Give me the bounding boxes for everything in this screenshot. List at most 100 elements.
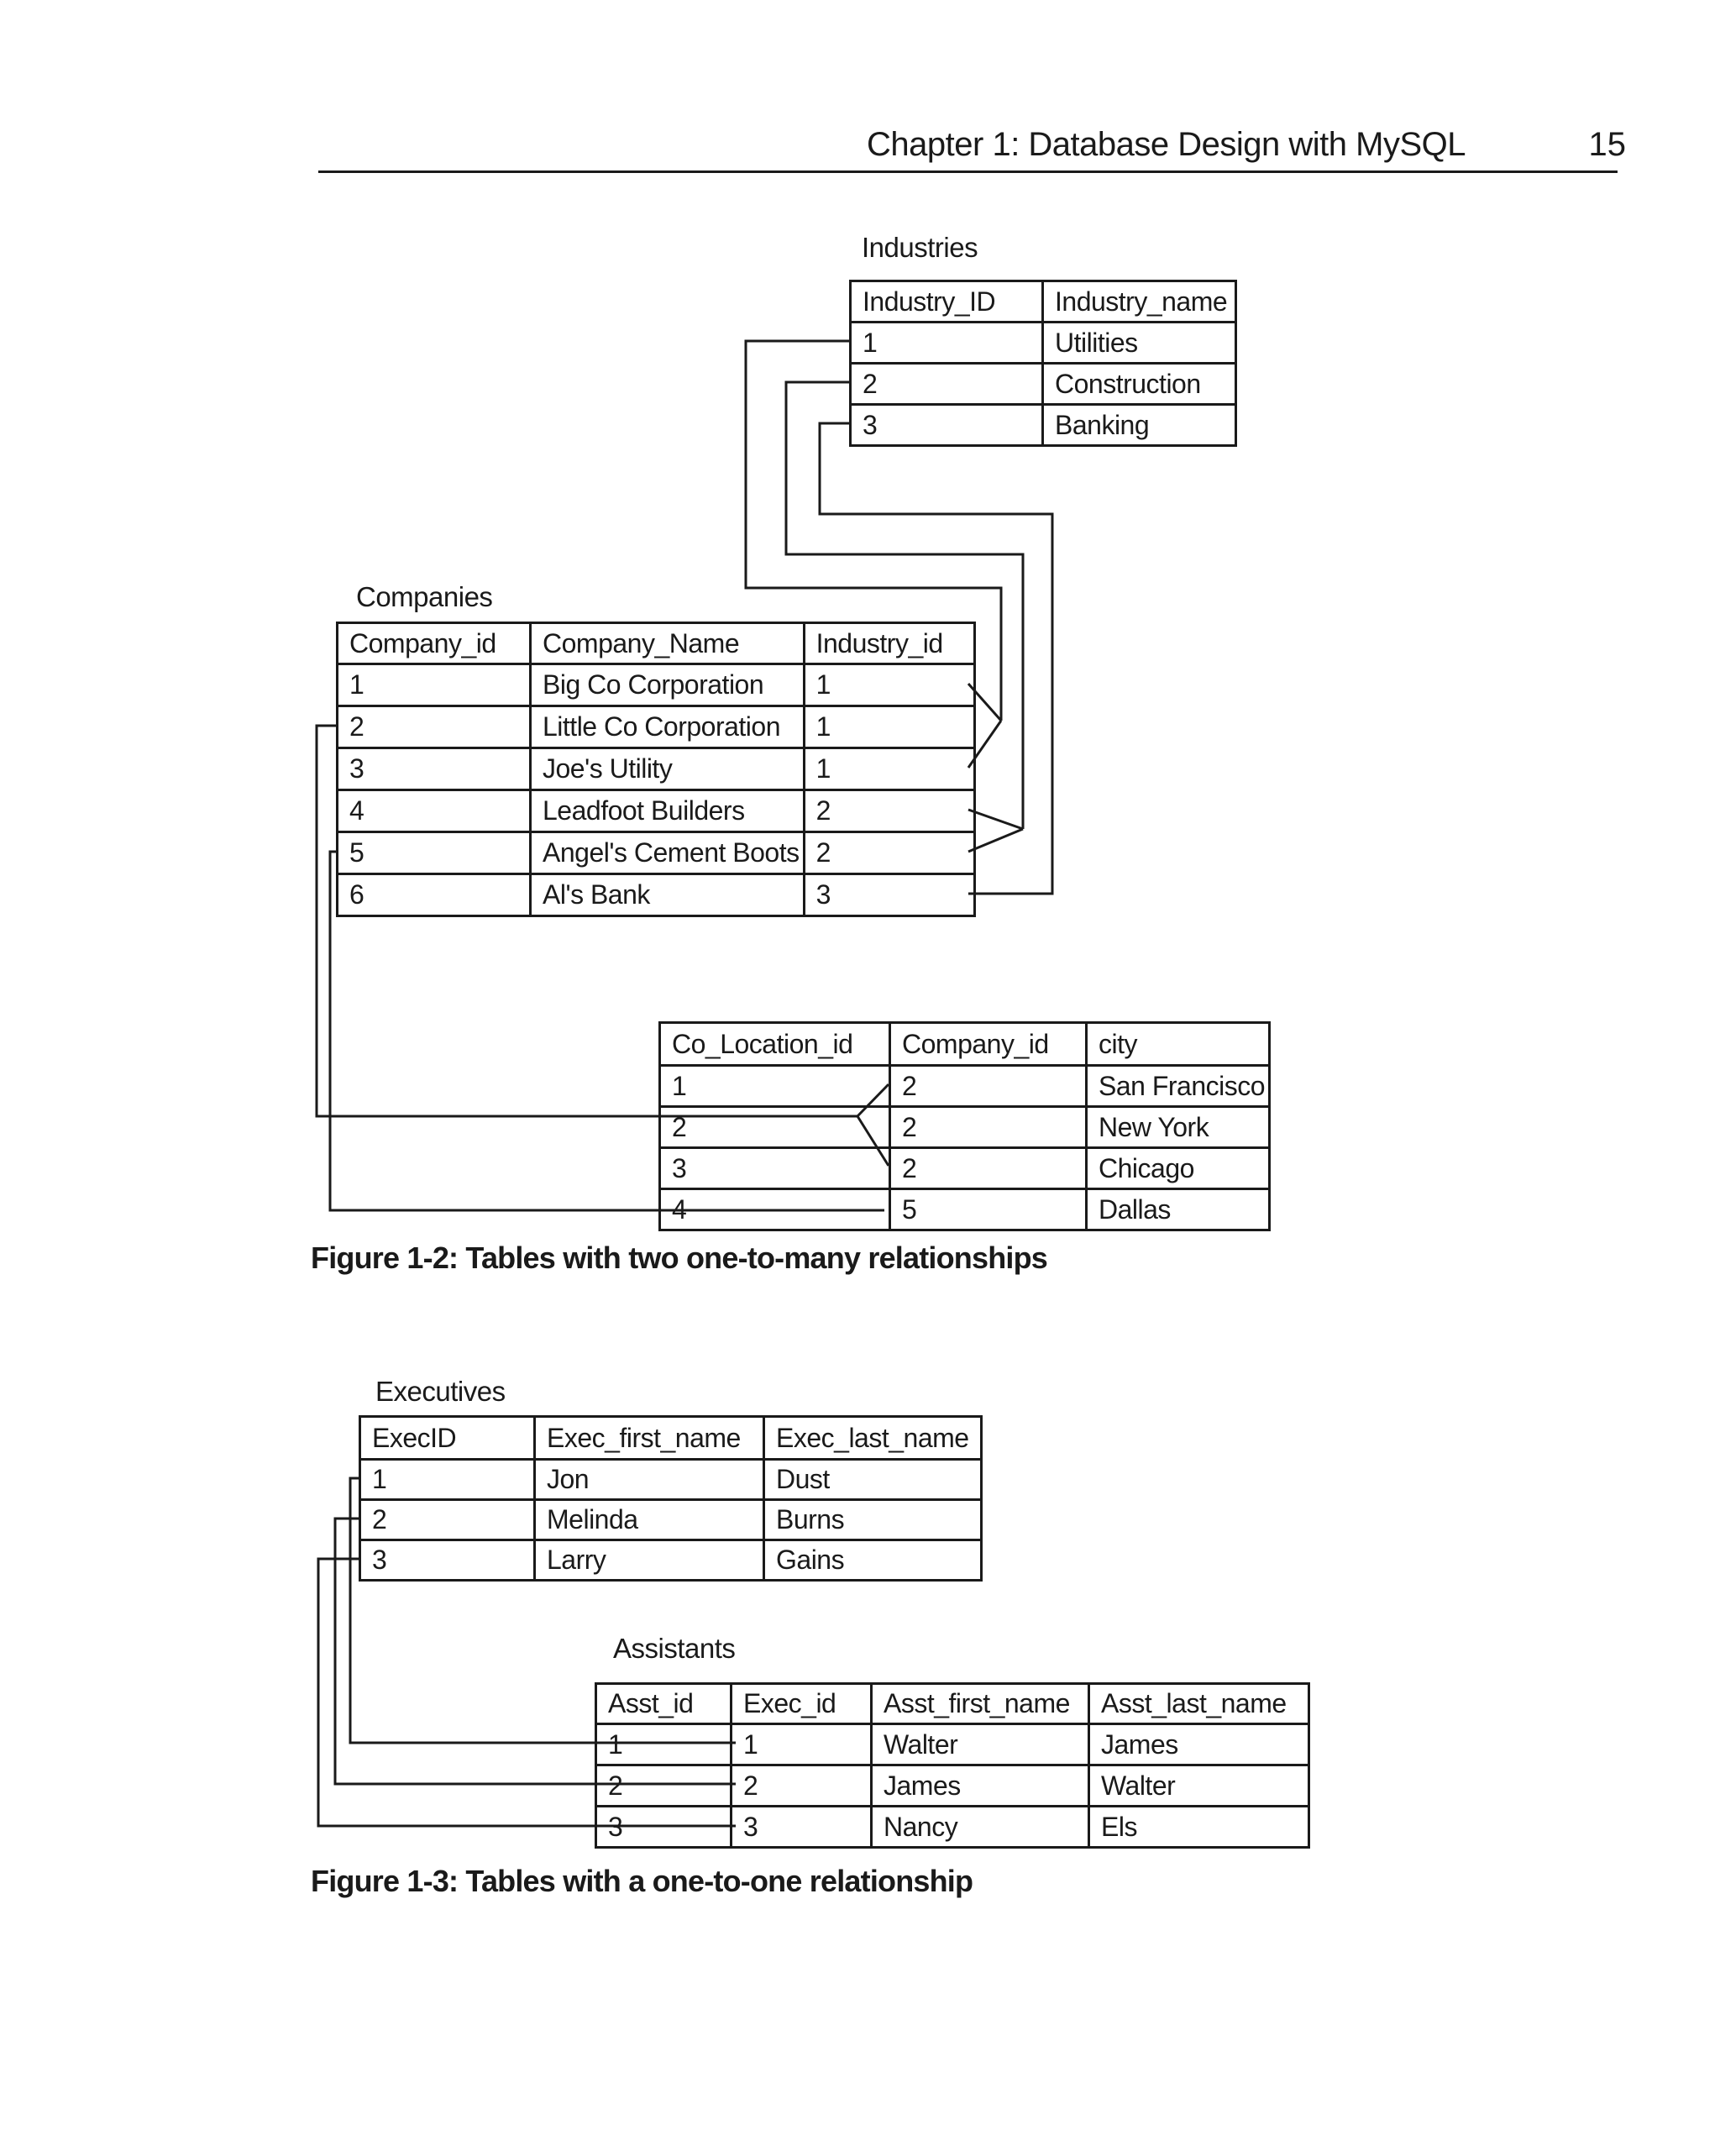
table-cell: 2 [802,789,976,833]
figure-1-2-caption: Figure 1-2: Tables with two one-to-many … [311,1241,1048,1275]
column-header: Company_id [336,622,532,665]
table-cell: Little Co Corporation [529,705,805,749]
table-cell: 1 [595,1723,732,1766]
table-cell: Chicago [1084,1146,1272,1190]
table-cell: 3 [658,1146,891,1190]
column-header: city [1084,1021,1272,1067]
table-cell: New York [1084,1105,1272,1149]
table-cell: Construction [1041,362,1237,406]
table-cell: 2 [889,1064,1088,1108]
table-cell: 2 [336,705,532,749]
table-cell: Big Co Corporation [529,663,805,707]
column-header: Exec_last_name [763,1415,983,1461]
table-cell: James [870,1764,1090,1807]
table-cell: 5 [889,1188,1088,1231]
table-cell: Leadfoot Builders [529,789,805,833]
table-cell: 3 [849,403,1044,447]
companies-table-label: Companies [356,581,493,612]
table-cell: 2 [802,831,976,875]
table-cell: James [1088,1723,1310,1766]
executives-table-label: Executives [375,1376,506,1407]
table-cell: 2 [658,1105,891,1149]
column-header: Industry_name [1041,280,1237,323]
table-cell: 3 [802,873,976,917]
table-cell: 6 [336,873,532,917]
column-header: Asst_first_name [870,1682,1090,1725]
table-cell: Dallas [1084,1188,1272,1231]
table-cell: 4 [336,789,532,833]
table-cell: 1 [359,1458,536,1501]
header-rule [318,170,1618,173]
table-cell: Jon [533,1458,765,1501]
column-header: Exec_id [730,1682,873,1725]
column-header: ExecID [359,1415,536,1461]
column-header: Industry_id [802,622,976,665]
assistants-table-label: Assistants [613,1633,736,1664]
table-cell: Burns [763,1498,983,1541]
column-header: Industry_ID [849,280,1044,323]
table-cell: 1 [849,321,1044,365]
figure-1-3-caption: Figure 1-3: Tables with a one-to-one rel… [311,1864,973,1898]
table-cell: 1 [730,1723,873,1766]
industries-table-label: Industries [862,232,978,263]
column-header: Asst_id [595,1682,732,1725]
column-header: Asst_last_name [1088,1682,1310,1725]
table-cell: 4 [658,1188,891,1231]
table-cell: 2 [595,1764,732,1807]
table-cell: Walter [1088,1764,1310,1807]
table-cell: 1 [658,1064,891,1108]
table-cell: Els [1088,1805,1310,1849]
table-cell: Banking [1041,403,1237,447]
column-header: Company_Name [529,622,805,665]
table-cell: Dust [763,1458,983,1501]
column-header: Company_id [889,1021,1088,1067]
column-header: Co_Location_id [658,1021,891,1067]
table-cell: 2 [730,1764,873,1807]
table-cell: 1 [336,663,532,707]
table-cell: Walter [870,1723,1090,1766]
table-cell: Angel's Cement Boots [529,831,805,875]
table-cell: 3 [730,1805,873,1849]
table-cell: 1 [802,663,976,707]
table-cell: San Francisco [1084,1064,1272,1108]
table-cell: 1 [802,705,976,749]
table-cell: 2 [849,362,1044,406]
table-cell: 2 [359,1498,536,1541]
table-cell: 2 [889,1146,1088,1190]
page-number: 15 [1588,126,1627,163]
table-cell: Larry [533,1539,765,1582]
table-cell: 3 [336,747,532,791]
